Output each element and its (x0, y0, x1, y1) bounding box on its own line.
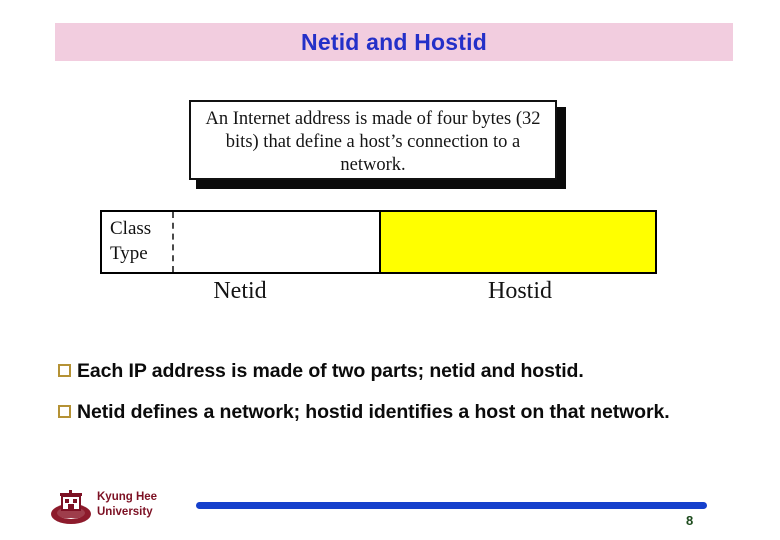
class-type-divider (172, 212, 174, 272)
university-name: Kyung Hee University (97, 490, 189, 520)
bullet-text: Netid defines a network; hostid identifi… (77, 401, 670, 423)
class-type-label: Class Type (110, 216, 172, 266)
kyung-hee-university-logo-icon (49, 490, 93, 526)
hostid-field (379, 212, 655, 272)
page-number: 8 (686, 513, 694, 528)
class-type-line-2: Type (110, 243, 148, 264)
bullet-text: Each IP address is made of two parts; ne… (77, 360, 584, 382)
ip-address-bar-diagram: Class Type (100, 210, 657, 274)
class-type-line-1: Class (110, 218, 152, 239)
square-bullet-icon (58, 364, 71, 377)
netid-field: Class Type (102, 212, 379, 272)
callout-box: An Internet address is made of four byte… (189, 100, 557, 180)
list-item: Netid defines a network; hostid identifi… (58, 399, 748, 426)
university-name-line-2: University (97, 506, 153, 518)
bullet-list: Each IP address is made of two parts; ne… (58, 358, 748, 440)
callout-text: An Internet address is made of four byte… (205, 109, 541, 175)
footer-rule (196, 502, 707, 509)
page-title: Netid and Hostid (301, 29, 487, 55)
hostid-caption: Hostid (487, 278, 552, 304)
square-bullet-icon (58, 405, 71, 418)
title-banner: Netid and Hostid (55, 23, 733, 61)
university-name-line-1: Kyung Hee (97, 491, 158, 503)
netid-caption: Netid (213, 278, 267, 304)
list-item: Each IP address is made of two parts; ne… (58, 358, 748, 385)
